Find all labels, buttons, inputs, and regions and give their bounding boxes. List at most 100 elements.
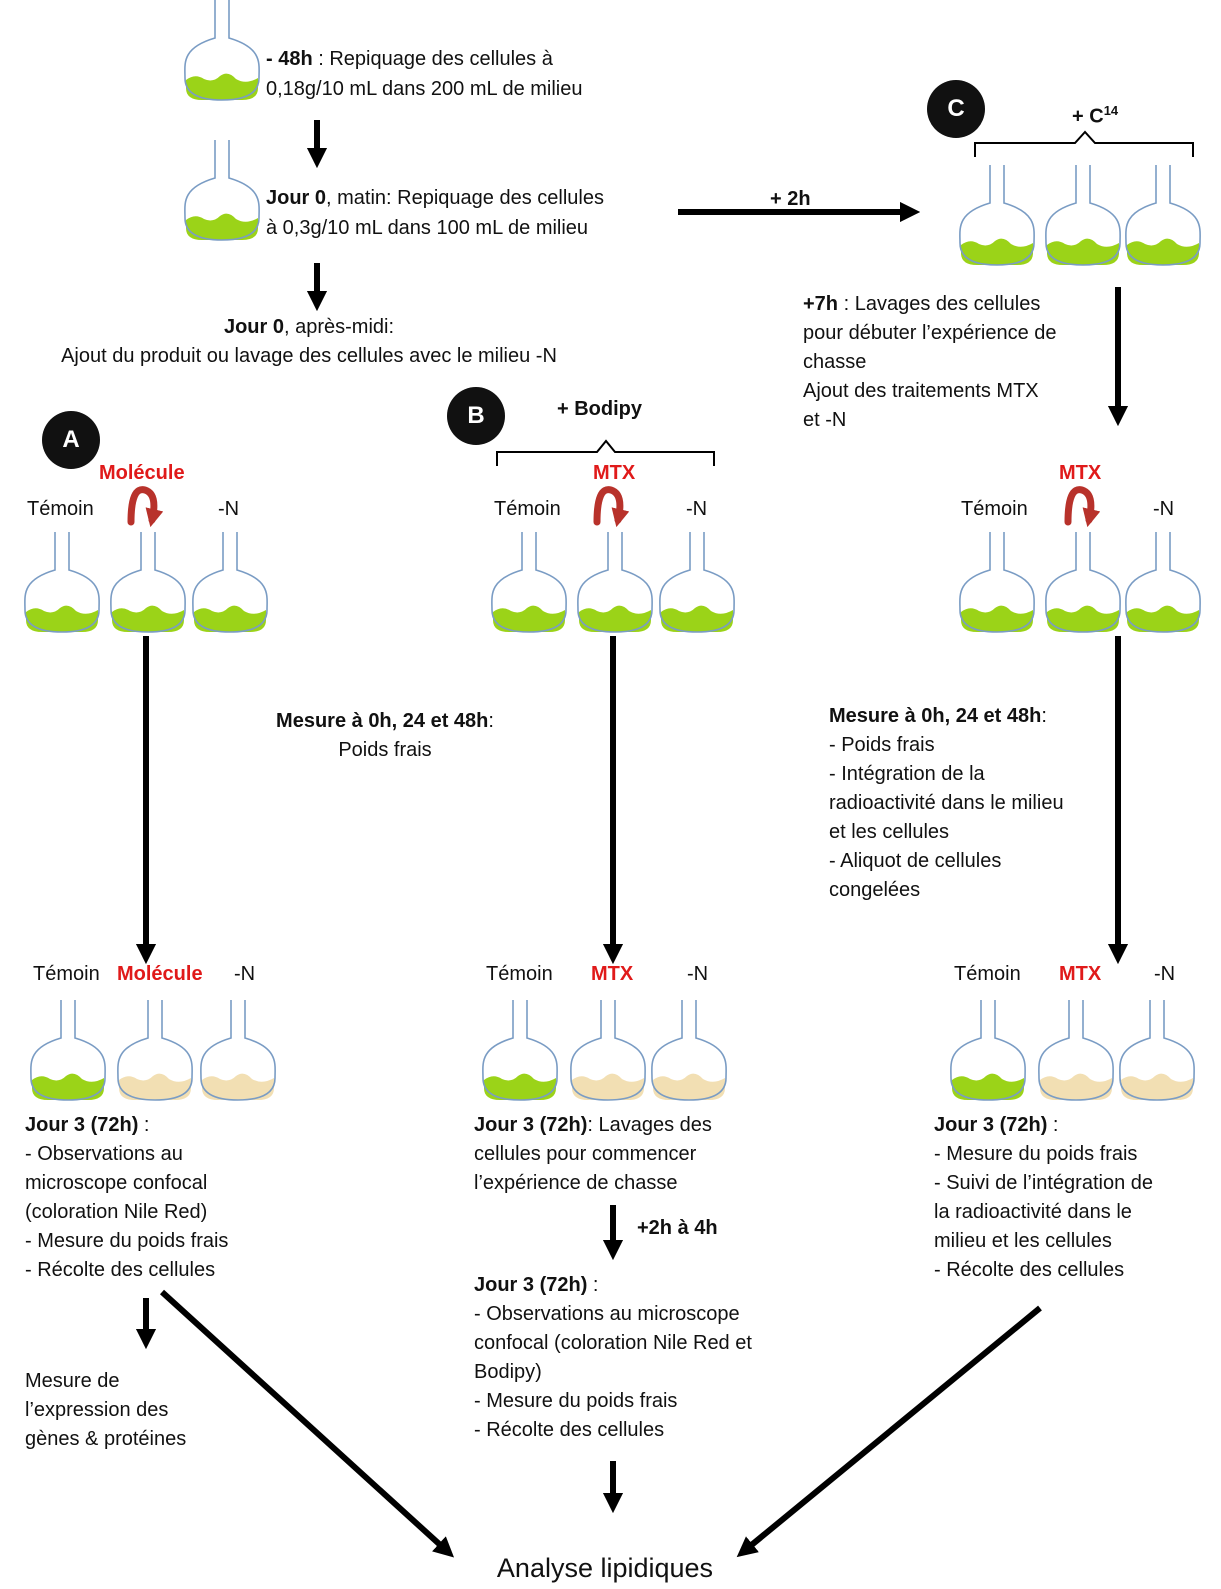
- flask-c-mtx-icon: [1045, 532, 1121, 633]
- bodipy-label: + Bodipy: [557, 398, 643, 420]
- a-bottom-molecule: Molécule: [117, 963, 203, 985]
- c-bottom-mtx: MTX: [1059, 963, 1102, 985]
- c-mesure-title: Mesure à 0h, 24 et 48h:: [829, 705, 1047, 727]
- badge-b: B: [447, 387, 505, 445]
- b-jour3b-item: - Récolte des cellules: [474, 1419, 665, 1441]
- badge-c: C: [927, 80, 985, 138]
- c-mtx-label: MTX: [1059, 462, 1102, 484]
- a-expression-line: gènes & protéines: [25, 1428, 187, 1450]
- a-expression-line: Mesure de: [25, 1370, 120, 1392]
- c-minusn-label: -N: [1153, 498, 1175, 520]
- b-bottom-temoin: Témoin: [486, 963, 553, 985]
- step1-line1: - 48h : Repiquage des cellules à: [266, 48, 553, 70]
- b-bottom-mtx: MTX: [591, 963, 634, 985]
- flask-day0-icon: [184, 140, 260, 241]
- flask-a-minusn-icon: [192, 532, 268, 633]
- flask-b-bottom-mtx-icon: [570, 1000, 646, 1101]
- flask-initial-icon: [184, 0, 260, 101]
- curved-arrow-b: [593, 486, 630, 528]
- plus-2h-label: + 2h: [770, 188, 811, 210]
- flask-c-bottom-mtx-icon: [1038, 1000, 1114, 1101]
- a-jour3-item: - Récolte des cellules: [25, 1259, 216, 1281]
- flask-a-bottom-temoin-icon: [30, 1000, 106, 1101]
- c14-label: + C14: [1072, 103, 1119, 128]
- b-chase-arrow-label: +2h à 4h: [637, 1217, 718, 1239]
- b-jour3b-item: - Observations au microscope: [474, 1303, 740, 1325]
- c-step-line2: pour débuter l’expérience de: [803, 322, 1057, 344]
- badge-a: A: [42, 411, 100, 469]
- step2-line2: à 0,3g/10 mL dans 100 mL de milieu: [266, 217, 589, 239]
- flask-c-top-2-icon: [1045, 165, 1121, 266]
- a-molecule-label: Molécule: [99, 462, 185, 484]
- flask-b-bottom-minusn-icon: [651, 1000, 727, 1101]
- b-jour3b-item: confocal (coloration Nile Red et: [474, 1332, 752, 1354]
- curved-arrow-a: [127, 486, 164, 528]
- c-jour3-item: - Suivi de l’intégration de: [934, 1172, 1154, 1194]
- c-temoin-label: Témoin: [961, 498, 1028, 520]
- b-minusn-label: -N: [686, 498, 708, 520]
- flask-b-minusn-icon: [659, 532, 735, 633]
- flask-a-bottom-minusn-icon: [200, 1000, 276, 1101]
- a-jour3-title: Jour 3 (72h) :: [25, 1114, 150, 1136]
- c-mesure-item: congelées: [829, 879, 921, 901]
- a-jour3-item: - Mesure du poids frais: [25, 1230, 229, 1252]
- flask-c-bottom-temoin-icon: [950, 1000, 1026, 1101]
- b-jour3b-item: Bodipy): [474, 1361, 542, 1383]
- flask-c-temoin-icon: [959, 532, 1035, 633]
- a-expression-line: l’expression des: [25, 1399, 169, 1421]
- b-jour3a-line1: Jour 3 (72h): Lavages des: [474, 1114, 712, 1136]
- c-mesure-item: - Poids frais: [829, 734, 935, 756]
- b-mesure-title: Mesure à 0h, 24 et 48h:: [276, 710, 494, 732]
- c-jour3-item: milieu et les cellules: [934, 1230, 1112, 1252]
- c-step-line1: +7h : Lavages des cellules: [803, 293, 1041, 315]
- b-jour3b-title: Jour 3 (72h) :: [474, 1274, 599, 1296]
- c-step-line5: et -N: [803, 409, 847, 431]
- c-mesure-item: et les cellules: [829, 821, 950, 843]
- step1-line2: 0,18g/10 mL dans 200 mL de milieu: [266, 78, 583, 100]
- c-mesure-item: radioactivité dans le milieu: [829, 792, 1064, 814]
- flask-b-bottom-temoin-icon: [482, 1000, 558, 1101]
- c-step-line3: chasse: [803, 351, 867, 373]
- step2-line1: Jour 0, matin: Repiquage des cellules: [266, 187, 604, 209]
- arrow-c-final: [736, 1305, 1042, 1558]
- brace-c: [974, 130, 1194, 157]
- flask-b-mtx-icon: [577, 532, 653, 633]
- b-jour3a-line2: cellules pour commencer: [474, 1143, 697, 1165]
- brace-b: [496, 439, 715, 466]
- c-step-line4: Ajout des traitements MTX: [803, 380, 1039, 402]
- b-jour3a-line3: l’expérience de chasse: [474, 1172, 678, 1194]
- b-jour3b-item: - Mesure du poids frais: [474, 1390, 678, 1412]
- final-analyse-label: Analyse lipidiques: [496, 1553, 714, 1583]
- c-jour3-title: Jour 3 (72h) :: [934, 1114, 1059, 1136]
- flask-a-molecule-icon: [110, 532, 186, 633]
- a-jour3-item: - Observations au: [25, 1143, 183, 1165]
- arrow-a-final: [159, 1289, 455, 1558]
- c-bottom-minusn: -N: [1154, 963, 1176, 985]
- flask-b-temoin-icon: [491, 532, 567, 633]
- flask-c-top-3-icon: [1125, 165, 1201, 266]
- c-mesure-item: - Intégration de la: [829, 763, 985, 785]
- a-temoin-label: Témoin: [27, 498, 94, 520]
- c-mesure-item: - Aliquot de cellules: [829, 850, 1002, 872]
- a-bottom-minusn: -N: [234, 963, 256, 985]
- c-bottom-temoin: Témoin: [954, 963, 1021, 985]
- b-bottom-minusn: -N: [687, 963, 709, 985]
- curved-arrow-c: [1064, 486, 1101, 528]
- a-jour3-item: microscope confocal: [25, 1172, 208, 1194]
- flask-a-bottom-molecule-icon: [117, 1000, 193, 1101]
- a-minusn-label: -N: [218, 498, 240, 520]
- c-jour3-item: la radioactivité dans le: [934, 1201, 1132, 1223]
- b-temoin-label: Témoin: [494, 498, 561, 520]
- flask-a-temoin-icon: [24, 532, 100, 633]
- flask-c-bottom-minusn-icon: [1119, 1000, 1195, 1101]
- c-jour3-item: - Récolte des cellules: [934, 1259, 1125, 1281]
- c-jour3-item: - Mesure du poids frais: [934, 1143, 1138, 1165]
- flask-c-top-1-icon: [959, 165, 1035, 266]
- step3-line1: Jour 0, après-midi:: [223, 316, 395, 338]
- a-jour3-item: (coloration Nile Red): [25, 1201, 208, 1223]
- b-mtx-label: MTX: [593, 462, 636, 484]
- step3-line2: Ajout du produit ou lavage des cellules …: [61, 345, 557, 367]
- flask-c-minusn-icon: [1125, 532, 1201, 633]
- b-mesure-item: Poids frais: [338, 739, 432, 761]
